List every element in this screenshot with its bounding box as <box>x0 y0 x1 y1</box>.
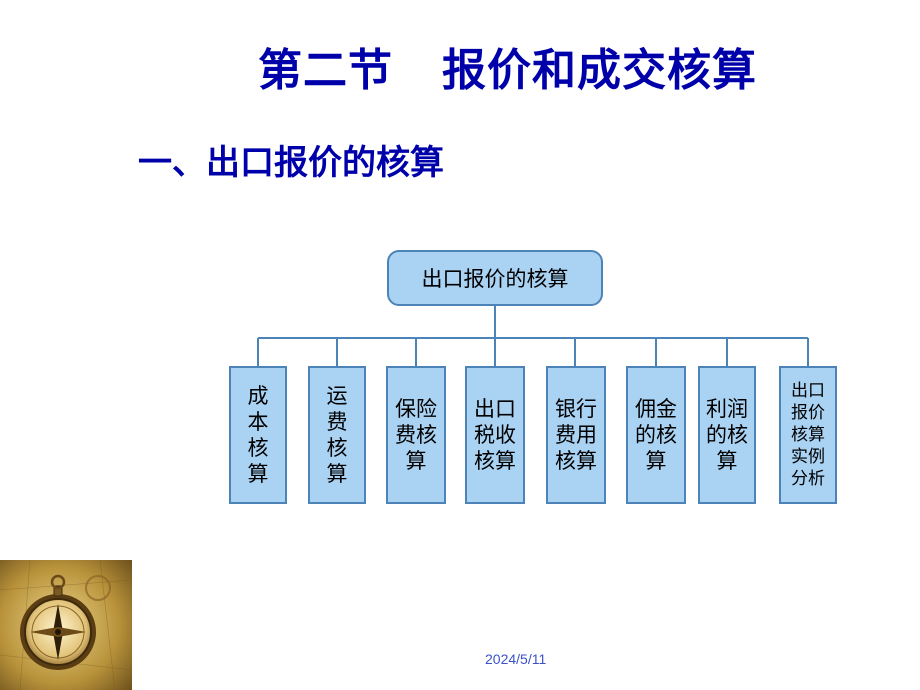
node-line: 费 <box>326 409 348 434</box>
node-line: 算 <box>405 449 427 474</box>
node-cost-accounting: 成 本 核 算 <box>229 366 287 504</box>
node-line: 报价 <box>791 402 825 423</box>
node-line: 算 <box>326 462 348 487</box>
node-line: 运 <box>326 383 348 408</box>
node-line: 利润 <box>706 396 748 421</box>
node-line: 费核 <box>395 422 437 447</box>
slide-title: 第二节 报价和成交核算 <box>258 45 757 96</box>
node-line: 的核 <box>635 422 677 447</box>
node-line: 核 <box>326 436 348 460</box>
node-freight-accounting: 运 费 核 算 <box>308 366 366 504</box>
node-case-analysis: 出口 报价 核算 实例 分析 <box>779 366 837 504</box>
node-export-tax-accounting: 出口 税收 核算 <box>465 366 525 504</box>
node-line: 算 <box>716 449 738 474</box>
node-line: 费用 <box>555 422 597 447</box>
node-line: 保险 <box>395 396 437 421</box>
slide-date: 2024/5/11 <box>485 651 547 667</box>
node-line: 分析 <box>791 469 825 490</box>
node-line: 实例 <box>791 447 825 468</box>
node-line: 银行 <box>555 396 597 421</box>
node-line: 佣金 <box>635 396 677 421</box>
node-insurance-accounting: 保险 费核 算 <box>386 366 446 504</box>
node-line: 成 <box>247 383 269 408</box>
root-node: 出口报价的核算 <box>387 250 603 306</box>
node-commission-accounting: 佣金 的核 算 <box>626 366 686 504</box>
node-line: 出口 <box>791 380 825 401</box>
node-line: 核 <box>247 436 269 460</box>
node-line: 本 <box>247 409 269 434</box>
section-heading: 一、出口报价的核算 <box>138 143 444 183</box>
node-bank-fee-accounting: 银行 费用 核算 <box>546 366 606 504</box>
node-profit-accounting: 利润 的核 算 <box>698 366 756 504</box>
node-line: 核算 <box>474 449 516 474</box>
node-line: 出口 <box>474 396 516 421</box>
node-line: 算 <box>645 449 667 474</box>
compass-icon <box>0 560 132 690</box>
node-line: 核算 <box>555 449 597 474</box>
node-line: 的核 <box>706 422 748 447</box>
node-line: 税收 <box>474 422 516 447</box>
node-line: 核算 <box>791 424 825 445</box>
node-line: 算 <box>247 462 269 487</box>
